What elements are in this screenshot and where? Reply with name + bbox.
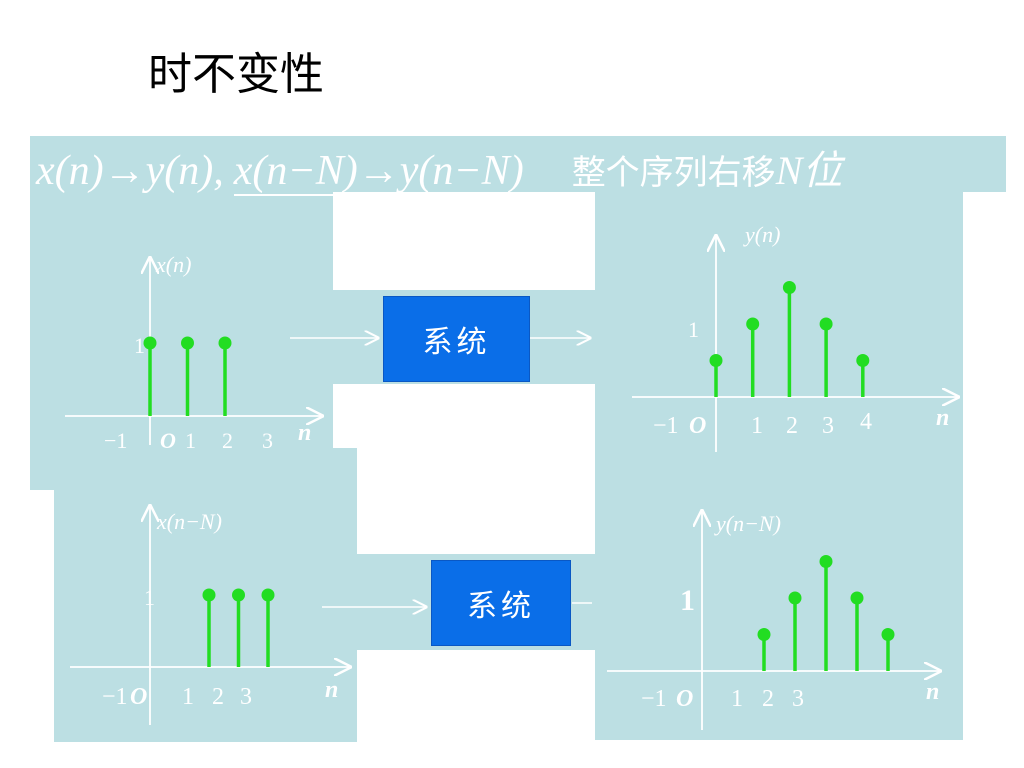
x-tick-label: 1: [731, 686, 743, 712]
x-axis-label: n: [298, 420, 311, 446]
y-axis-label: x(n): [155, 252, 191, 277]
y-axis-label: x(n−N): [156, 509, 222, 534]
stem-point: [181, 336, 194, 350]
system-box-bottom: 系统: [431, 560, 571, 646]
header-band: [30, 136, 1006, 192]
y-axis-label: y(n): [743, 222, 780, 247]
system-box-top: 系统: [383, 296, 530, 382]
stem-point: [819, 555, 833, 568]
x-tick-label: 1: [182, 684, 194, 710]
stem-point: [709, 354, 723, 367]
x-tick-label: O: [676, 686, 693, 712]
panel-output-top: [595, 192, 963, 740]
stem-point: [856, 354, 870, 367]
stem-point: [232, 588, 245, 602]
x-tick-label: 1: [185, 428, 196, 453]
x-tick-label: −1: [641, 686, 667, 712]
shift-description: 整个序列右移: [571, 153, 776, 193]
page-title: 时不变性: [148, 49, 324, 100]
x-tick-label: O: [689, 413, 706, 439]
x-tick-label: 3: [262, 428, 273, 453]
panel-input-top: [30, 192, 333, 448]
x-tick-label: 3: [240, 684, 252, 710]
x-tick-label: 2: [786, 413, 798, 439]
stem-point: [881, 628, 895, 641]
y-tick-label: 1: [688, 317, 699, 342]
formula-right: x(n−N)→y(n−N): [233, 148, 524, 196]
x-tick-label: 2: [762, 686, 774, 712]
y-axis-label: y(n−N): [714, 511, 781, 536]
stem-point: [850, 591, 864, 605]
panel-input-bottom: [54, 490, 357, 742]
x-tick-label: 4: [860, 409, 872, 435]
x-axis-label: n: [325, 677, 338, 703]
x-tick-label: 1: [751, 413, 763, 439]
stem-point: [757, 628, 771, 641]
x-tick-label: O: [160, 428, 176, 453]
panel-input-top-strip: [30, 448, 357, 490]
stem-point: [202, 588, 216, 602]
y-tick-label: 1: [680, 584, 695, 617]
stem-point: [819, 317, 833, 331]
y-tick-label: 1: [134, 333, 145, 358]
formula-left: x(n)→y(n),: [36, 148, 224, 194]
x-axis-label: n: [926, 679, 939, 705]
y-tick-label: 1: [144, 585, 155, 610]
x-tick-label: 3: [822, 413, 834, 439]
x-axis-label: n: [936, 405, 949, 431]
header-formula: x(n)→y(n),x(n−N)→y(n−N) 整个序列右移N位: [36, 138, 842, 196]
x-tick-label: −1: [653, 413, 679, 439]
stem-point: [746, 317, 760, 331]
stem-point: [218, 336, 232, 350]
x-tick-label: 2: [212, 684, 224, 710]
shift-amount: N位: [775, 148, 843, 193]
x-tick-label: 3: [792, 686, 804, 712]
stem-point: [143, 336, 157, 350]
stem-point: [788, 591, 802, 605]
x-tick-label: −1: [102, 684, 128, 710]
x-tick-label: O: [130, 684, 147, 710]
x-tick-label: −1: [104, 428, 127, 453]
stem-point: [782, 281, 796, 294]
stem-point: [261, 588, 275, 602]
x-tick-label: 2: [222, 428, 233, 453]
